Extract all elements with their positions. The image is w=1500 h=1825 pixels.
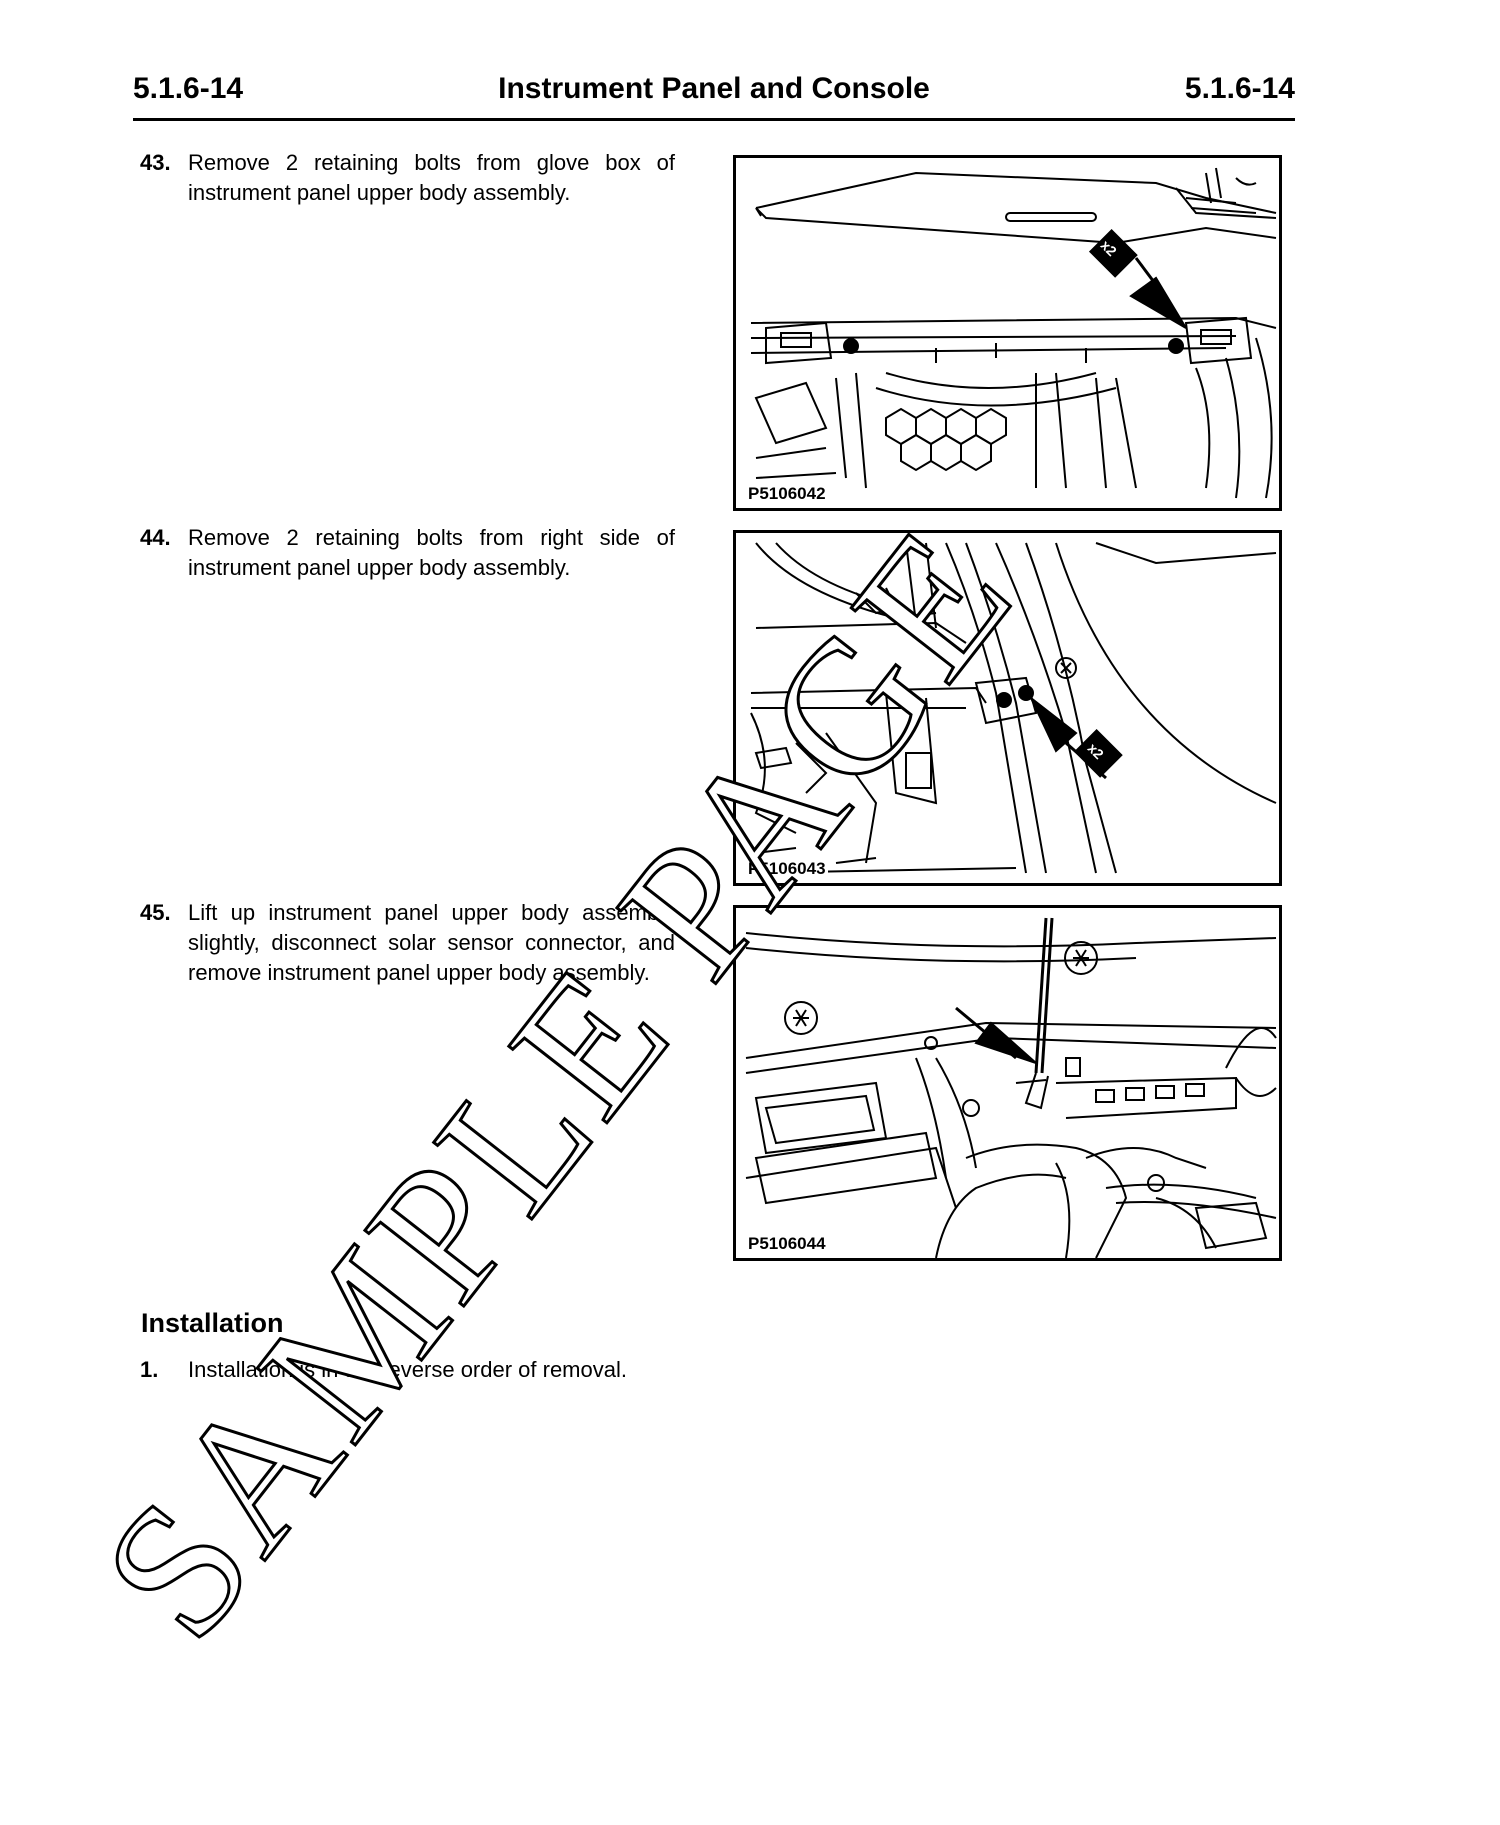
page-code-right: 5.1.6-14 (1184, 72, 1295, 105)
figure-label: P5106043 (746, 859, 828, 879)
installation-step-1: 1. Installation is in the reverse order … (140, 1355, 675, 1385)
page-header: 5.1.6-14 Instrument Panel and Console 5.… (133, 70, 1295, 121)
step-number: 45. (140, 900, 171, 925)
figure-solar-sensor-connector: P5106044 (733, 905, 1282, 1261)
step-44: 44. Remove 2 retaining bolts from right … (140, 523, 675, 583)
figure-label: P5106044 (746, 1234, 828, 1254)
step-number: 43. (140, 150, 171, 175)
step-45: 45. Lift up instrument panel upper body … (140, 898, 675, 988)
installation-heading: Installation (141, 1308, 284, 1338)
right-side-line-art (750, 542, 1277, 874)
step-text: Remove 2 retaining bolts from glove box … (188, 150, 675, 205)
step-number: 1. (140, 1357, 159, 1382)
figure-label: P5106042 (746, 484, 828, 504)
figure-glove-box-bolts: x2 P5106042 (733, 155, 1282, 511)
page-code-left: 5.1.6-14 (133, 72, 244, 105)
step-43: 43. Remove 2 retaining bolts from glove … (140, 148, 675, 208)
page-title: Instrument Panel and Console (498, 72, 930, 105)
glove-box-line-art (750, 167, 1277, 499)
step-text: Remove 2 retaining bolts from right side… (188, 525, 675, 580)
step-text: Lift up instrument panel upper body asse… (188, 900, 675, 985)
solar-sensor-line-art (745, 917, 1277, 1258)
step-number: 44. (140, 525, 171, 550)
step-text: Installation is in the reverse order of … (188, 1357, 627, 1382)
figure-right-side-bolts: x2 P5106043 (733, 530, 1282, 886)
